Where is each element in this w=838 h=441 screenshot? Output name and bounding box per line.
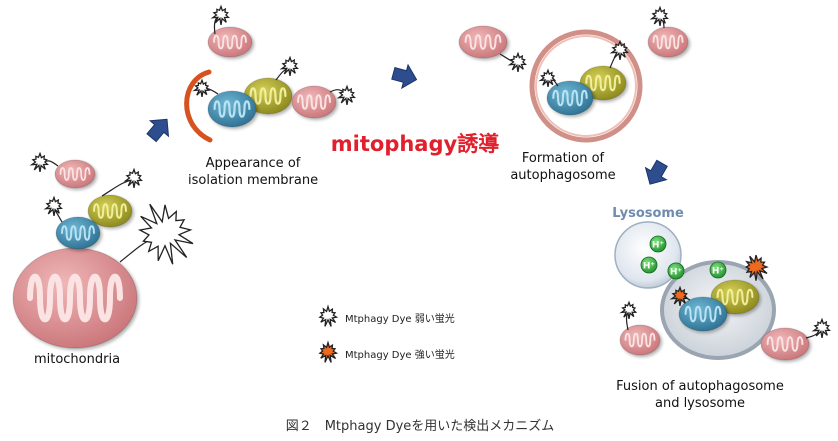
mito-teal-stage3 — [546, 80, 594, 116]
proton-front-2 — [709, 261, 727, 279]
weak-dye-burst-9 — [649, 5, 669, 27]
weak-dye-burst-11 — [609, 39, 629, 61]
mito-pink-stage3 — [458, 25, 508, 59]
weak-dye-burst-13 — [811, 317, 831, 339]
weak-dye-burst-large — [137, 203, 194, 265]
weak-dye-burst-3 — [43, 195, 63, 217]
legend-strong-icon — [318, 340, 339, 363]
legend-weak-icon — [318, 304, 339, 327]
weak-dye-burst-4 — [210, 4, 230, 26]
lysosome — [614, 221, 682, 289]
mito-pink-fusion-left — [619, 324, 661, 356]
large-mitochondrion — [12, 247, 138, 349]
mito-pink-stage2 — [207, 26, 253, 58]
weak-dye-burst-10 — [538, 68, 557, 88]
proton-front-label-1: H⁺ — [670, 268, 683, 278]
small-mitochondrion-teal — [55, 216, 101, 250]
arrow-2 — [391, 63, 418, 90]
autophagosome-membrane — [529, 29, 643, 143]
figure-caption: 図２ Mtphagy Dyeを用いた検出メカニズム — [285, 419, 555, 434]
tether-2 — [101, 179, 133, 197]
legend-weak-text: Mtphagy Dye 弱い蛍光 — [345, 314, 455, 325]
mito-teal-stage2 — [207, 90, 257, 128]
mitophagy-induction-title: mitophagy誘導 — [330, 132, 500, 156]
strong-dye-burst-1 — [669, 285, 689, 307]
weak-dye-burst-6 — [192, 78, 211, 98]
proton-label-2: H⁺ — [643, 262, 656, 272]
mito-pink-fusion-right — [760, 327, 810, 361]
tether-13 — [683, 295, 691, 301]
arrow-1 — [146, 118, 170, 143]
strong-dye-burst-2 — [744, 254, 769, 281]
weak-dye-burst-8 — [507, 51, 527, 73]
small-mitochondrion-olive — [87, 194, 133, 228]
small-mitochondrion-pink — [54, 159, 96, 189]
isolation-membrane — [184, 69, 213, 143]
weak-dye-burst-1 — [29, 151, 49, 173]
proton-2 — [640, 256, 658, 274]
mito-pink-stage3b — [647, 26, 689, 58]
proton-front-1 — [667, 262, 685, 280]
mito-pink-stage2b — [291, 85, 337, 119]
lysosome-label: Lysosome — [612, 206, 684, 221]
proton-1 — [649, 235, 667, 253]
proton-label-1: H⁺ — [652, 241, 665, 251]
formation-label: Formation of autophagosome — [510, 151, 616, 183]
mito-teal-fusion — [678, 296, 728, 332]
weak-dye-burst-2 — [123, 167, 143, 189]
appearance-label: Appearance of isolation membrane — [188, 156, 319, 188]
fusion-label: Fusion of autophagosome and lysosome — [616, 379, 784, 411]
proton-front-label-2: H⁺ — [712, 267, 725, 277]
autophagosome-membrane-inner — [535, 35, 637, 137]
weak-dye-burst-7 — [336, 84, 356, 106]
legend-strong-text: Mtphagy Dye 強い蛍光 — [345, 350, 455, 361]
mitochondria-label: mitochondria — [33, 352, 121, 367]
arrow-3 — [644, 159, 668, 185]
weak-dye-burst-12 — [619, 300, 638, 320]
tether-4 — [119, 239, 151, 263]
weak-dye-burst-5 — [279, 55, 299, 77]
